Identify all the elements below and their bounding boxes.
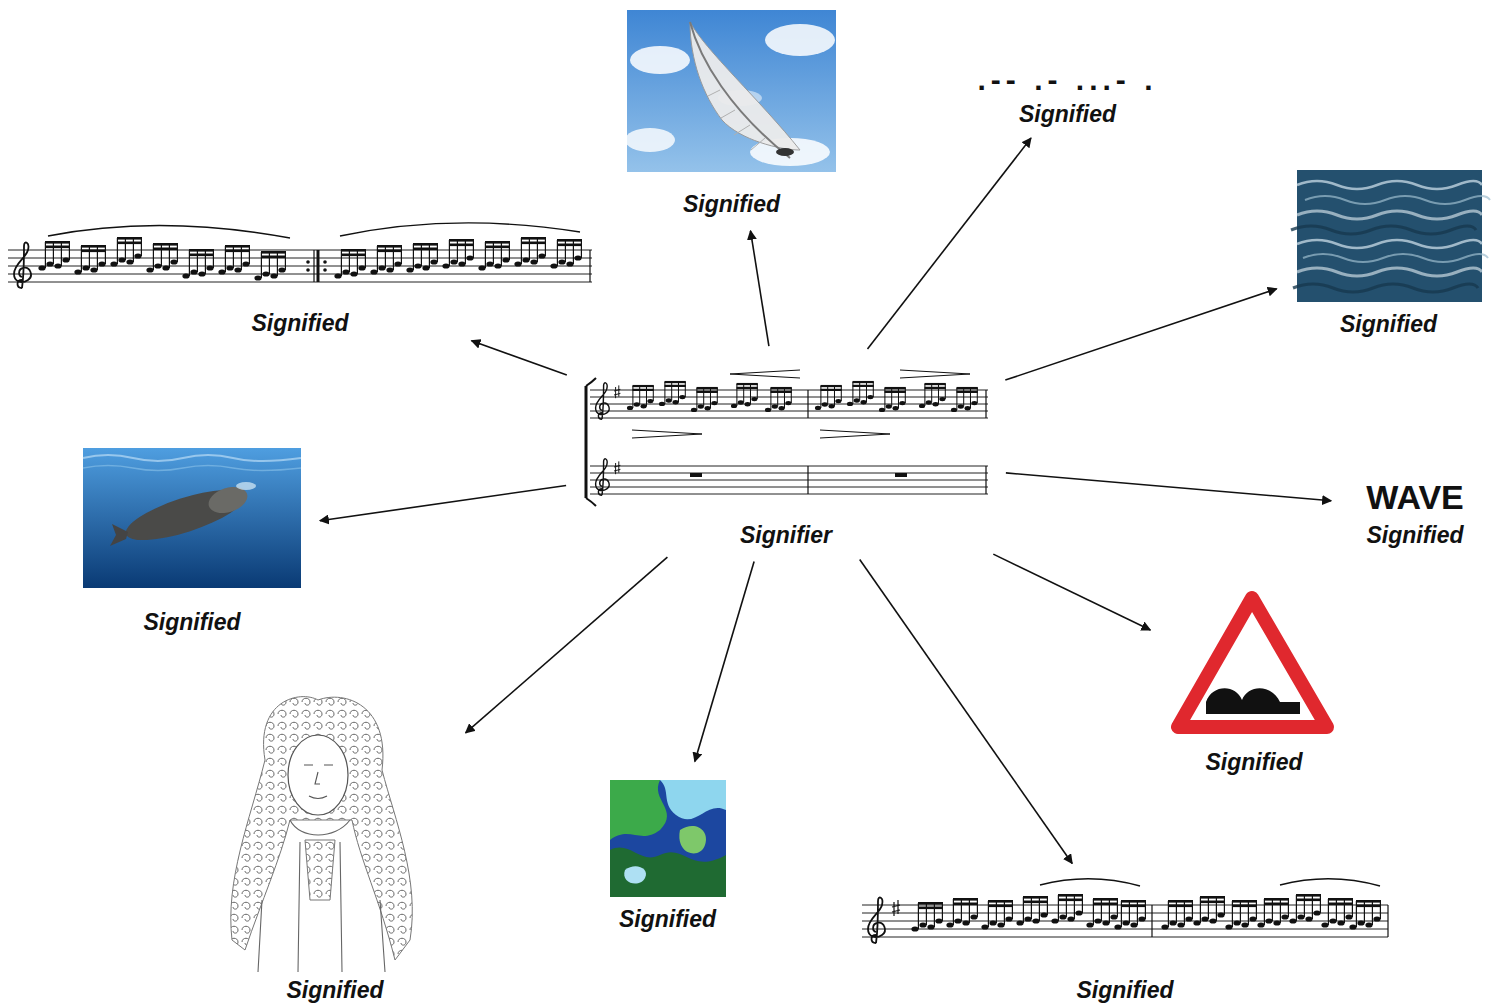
- arrow-connector: [320, 486, 566, 521]
- signifier-node: Signifier: [580, 360, 992, 548]
- signified-label: Signified: [1340, 311, 1437, 337]
- arrow-connector: [695, 561, 754, 761]
- portrait-drawing: [231, 697, 413, 972]
- score-excerpt: [8, 223, 592, 288]
- arrow-connector: [466, 557, 668, 733]
- arrow-connector: [472, 341, 567, 375]
- signified-label: Signified: [143, 609, 240, 635]
- arrow-connector: [868, 138, 1032, 349]
- arrow-connector: [860, 560, 1072, 864]
- signified-node: Signified: [1290, 165, 1487, 337]
- signified-label: Signified: [619, 906, 716, 932]
- signified-node: Signified: [215, 690, 455, 1003]
- signified-label: Signified: [1366, 522, 1463, 548]
- arrow-connector: [1006, 473, 1331, 501]
- waves-painting: [1291, 170, 1490, 302]
- morse-code: .-- .- ...- .: [978, 65, 1158, 95]
- signified-node: Signified: [620, 5, 843, 217]
- signified-label: Signified: [1076, 977, 1173, 1003]
- whale-photo: [83, 448, 301, 588]
- wave-word: WAVE: [1366, 478, 1464, 516]
- wave-pattern: [610, 780, 726, 897]
- road-sign: [1178, 598, 1327, 727]
- signified-label: Signified: [683, 191, 780, 217]
- signifier-label: Signifier: [740, 522, 832, 548]
- signified-node: WAVE Signified: [1345, 468, 1485, 548]
- signified-node: Signified: [855, 875, 1395, 1003]
- signified-label: Signified: [1019, 101, 1116, 127]
- signified-node: Signified: [595, 775, 740, 932]
- signified-node: Signified: [78, 443, 306, 635]
- arrow-connector: [1005, 289, 1276, 380]
- signified-node: Signified: [1163, 585, 1345, 775]
- arrow-connector: [751, 231, 769, 346]
- signifier-score: [586, 370, 988, 506]
- signified-label: Signified: [286, 977, 383, 1003]
- signified-node: Signified: [5, 222, 595, 336]
- score-excerpt: [862, 879, 1388, 943]
- feather-photo: [625, 10, 836, 172]
- signified-node: .-- .- ...- . Signified: [945, 55, 1190, 127]
- arrow-connector: [993, 554, 1150, 630]
- signified-label: Signified: [251, 310, 348, 336]
- signified-label: Signified: [1205, 749, 1302, 775]
